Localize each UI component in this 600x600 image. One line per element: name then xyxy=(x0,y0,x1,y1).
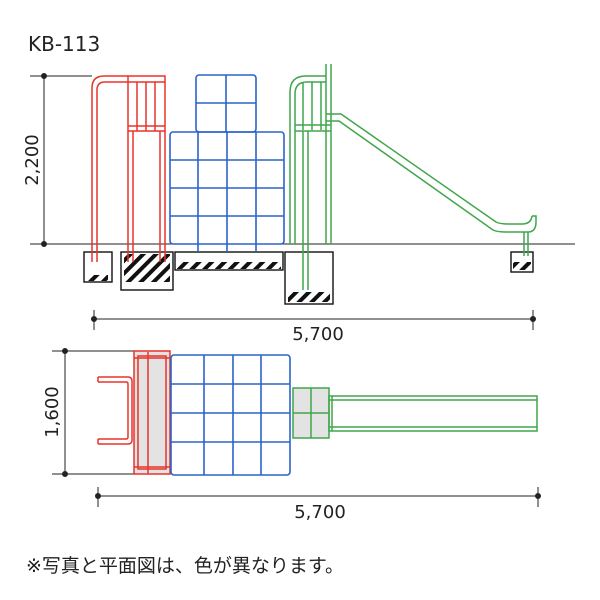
color-note: ※写真と平面図は、色が異なります。 xyxy=(26,555,344,577)
ladder-elevation xyxy=(91,75,166,262)
climbing-net-plan xyxy=(170,354,291,476)
plan-view: 1,600 xyxy=(42,348,541,523)
product-code: KB-113 xyxy=(28,32,100,56)
climbing-net-elevation xyxy=(169,74,285,252)
elevation-width-dimension xyxy=(91,310,536,330)
height-dimension xyxy=(30,73,92,247)
elevation-width-label: 5,700 xyxy=(292,324,344,345)
elevation-view: 2,200 xyxy=(22,64,575,345)
slide-elevation xyxy=(289,64,537,290)
foundations xyxy=(83,251,534,305)
slide-plan xyxy=(292,387,538,439)
platform-deck xyxy=(133,350,171,475)
depth-label: 1,600 xyxy=(42,386,63,438)
height-label: 2,200 xyxy=(22,134,43,186)
ladder-plan xyxy=(97,350,171,475)
plan-width-label: 5,700 xyxy=(294,502,346,523)
plan-width-dimension xyxy=(95,487,541,507)
